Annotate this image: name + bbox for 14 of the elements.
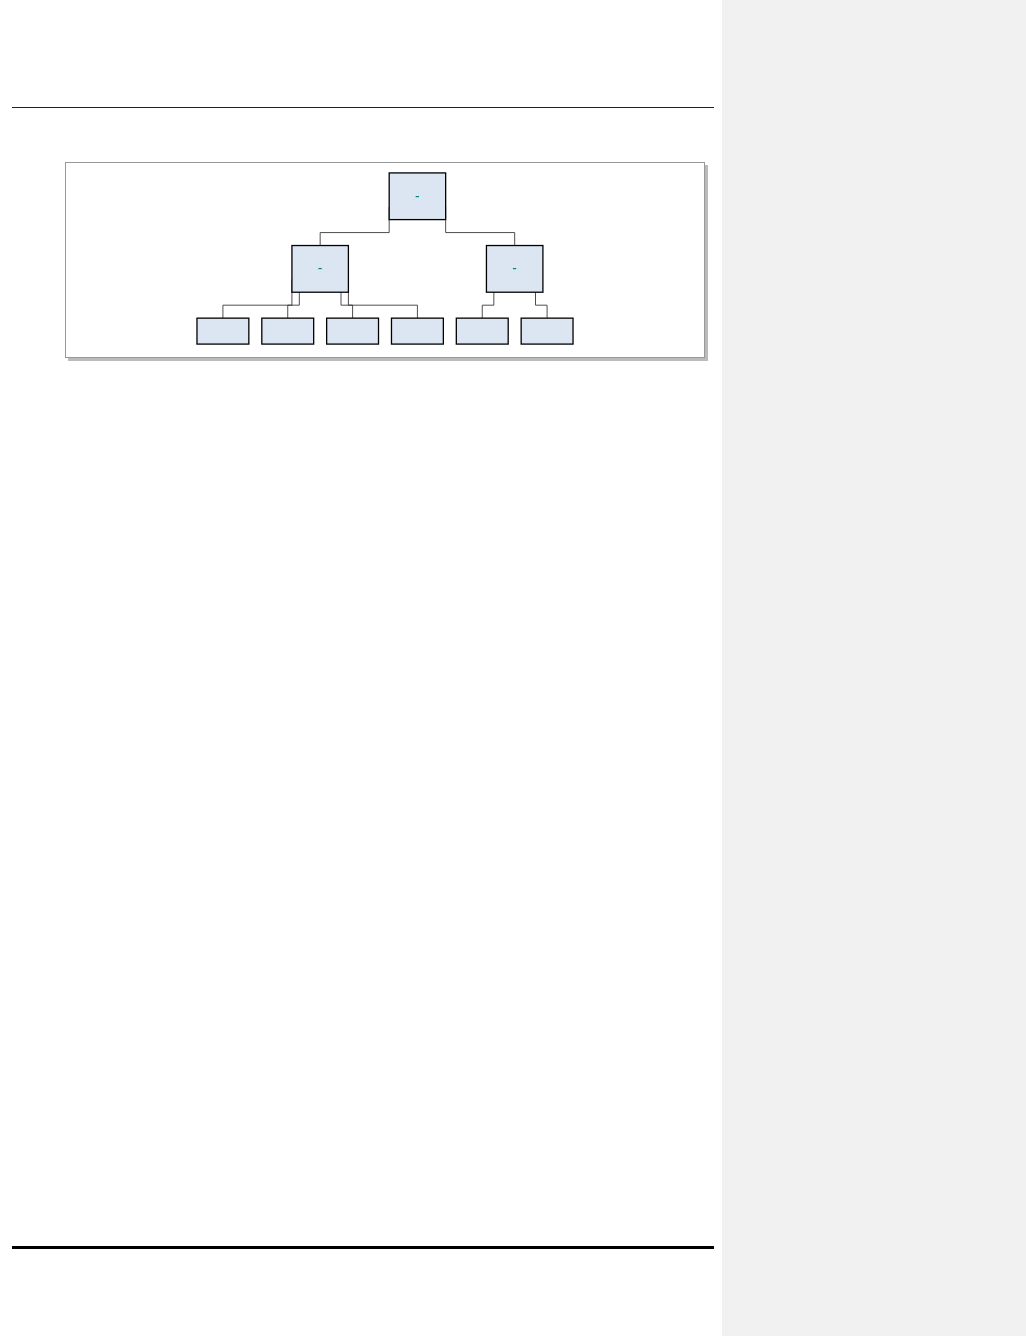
figure-frame: - - - xyxy=(65,162,705,358)
node-box xyxy=(261,317,315,345)
node-box xyxy=(520,317,574,345)
node-box xyxy=(455,317,509,345)
node-box xyxy=(390,317,444,345)
node-box xyxy=(291,244,350,293)
node-box xyxy=(388,171,447,220)
node-box xyxy=(196,317,250,345)
connector xyxy=(535,291,548,319)
connector xyxy=(287,291,300,319)
connector xyxy=(481,291,495,319)
connector xyxy=(340,291,353,319)
node-box xyxy=(485,244,544,293)
node-box xyxy=(326,317,380,345)
